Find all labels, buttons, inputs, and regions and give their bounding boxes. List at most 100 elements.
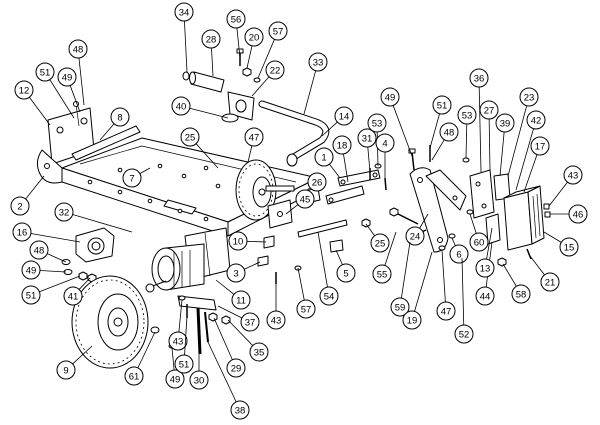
callout-leader: [72, 345, 93, 365]
callout-31: 31: [357, 128, 377, 173]
callout-leader: [29, 96, 51, 126]
callout-circle: [380, 87, 400, 107]
callout-leader: [139, 167, 151, 174]
callout-circle: [249, 342, 269, 362]
callout-number: 53: [372, 118, 383, 129]
callout-16: 16: [12, 222, 81, 243]
callout-circle: [266, 310, 286, 330]
callout-circle: [296, 299, 316, 319]
callout-leader: [429, 113, 440, 149]
callout-leader: [321, 121, 338, 137]
callout-circle: [240, 312, 260, 332]
callout-53: 53: [457, 105, 477, 159]
callout-number: 13: [480, 263, 491, 274]
callout-circle: [244, 27, 264, 47]
callout-circle: [511, 284, 531, 304]
callout-25: 25: [180, 127, 219, 169]
callout-29: 29: [213, 317, 246, 378]
callout-leader: [78, 277, 91, 290]
frame-hole: [215, 183, 221, 189]
callout-number: 4: [382, 138, 387, 149]
callout-25: 25: [365, 223, 390, 253]
callout-leader: [247, 145, 253, 163]
control-rod: [258, 100, 330, 167]
callout-circle: [14, 80, 34, 100]
fastener-nut: [497, 257, 507, 267]
callout-leader: [69, 85, 81, 113]
callout-number: 29: [231, 363, 242, 374]
callout-circle: [432, 95, 452, 115]
callout-51: 51: [429, 95, 452, 149]
link-arm-hole: [372, 172, 378, 178]
nut: [78, 271, 88, 281]
callout-number: 2: [17, 201, 22, 212]
callout-number: 36: [474, 73, 485, 84]
callout-leader: [285, 204, 299, 215]
mount-bracket-hole: [475, 181, 481, 187]
callout-58: 58: [502, 263, 531, 304]
frame-hole: [177, 208, 183, 214]
callout-number: 28: [206, 34, 217, 45]
callout-circle: [563, 165, 583, 185]
callout-2: 2: [10, 175, 45, 216]
pivot-nut: [242, 67, 252, 77]
callout-leader: [329, 163, 341, 179]
link-nut: [361, 218, 371, 228]
callout-leader: [367, 146, 371, 173]
callout-leader: [297, 267, 305, 301]
callout-leader: [441, 249, 446, 303]
pivot-ring: [182, 71, 190, 81]
callout-number: 40: [176, 101, 187, 112]
callout-leader: [195, 143, 219, 169]
callout-leader: [246, 240, 267, 243]
callout-circle: [469, 68, 489, 88]
callout-30: 30: [189, 354, 209, 390]
callout-number: 48: [73, 44, 84, 55]
callout-3: 3: [226, 261, 261, 283]
callout-circle: [568, 204, 588, 224]
upright-bolt: [75, 103, 80, 127]
callout-number: 9: [63, 365, 68, 376]
callout-5: 5: [335, 249, 356, 283]
callout-57: 57: [296, 267, 316, 319]
mount-bracket-hole: [481, 203, 487, 209]
callout-circle: [268, 21, 288, 41]
callout-49: 49: [21, 260, 67, 280]
frame-left-bracket-hole: [44, 163, 50, 169]
callout-number: 51: [437, 100, 448, 111]
callout-number: 48: [34, 245, 45, 256]
long-bolt: [395, 212, 419, 225]
callout-circle: [540, 272, 560, 292]
frame-slot: [163, 199, 197, 215]
callout-23: 23: [507, 87, 539, 177]
callout-number: 41: [68, 291, 79, 302]
callout-circle: [449, 244, 469, 264]
callout-43: 43: [266, 284, 286, 330]
callout-circle: [336, 263, 356, 283]
frame-hole: [181, 173, 187, 179]
axle-bracket: [75, 227, 115, 263]
callout-number: 43: [568, 170, 579, 181]
callout-circle: [307, 172, 327, 192]
callout-19: 19: [402, 251, 433, 330]
callout-leader: [49, 79, 75, 119]
callout-number: 57: [273, 26, 284, 37]
controller-connector: [543, 203, 550, 210]
callout-49: 49: [57, 67, 81, 113]
callout-number: 22: [270, 65, 281, 76]
callout-leader: [78, 57, 85, 106]
callout-circle: [231, 290, 251, 310]
callout-circle: [436, 301, 456, 321]
callout-15: 15: [543, 231, 579, 257]
callout-number: 45: [300, 194, 311, 205]
callout-number: 46: [573, 209, 584, 220]
pivot-washer: [253, 77, 261, 83]
callout-circle: [475, 286, 495, 306]
pivot-bolt-head: [236, 48, 244, 54]
callout-18: 18: [332, 135, 352, 183]
callout-number: 56: [231, 14, 242, 25]
controller-switch: [485, 213, 501, 245]
callout-circle: [295, 189, 315, 209]
pivot-base-washer: [221, 113, 239, 123]
